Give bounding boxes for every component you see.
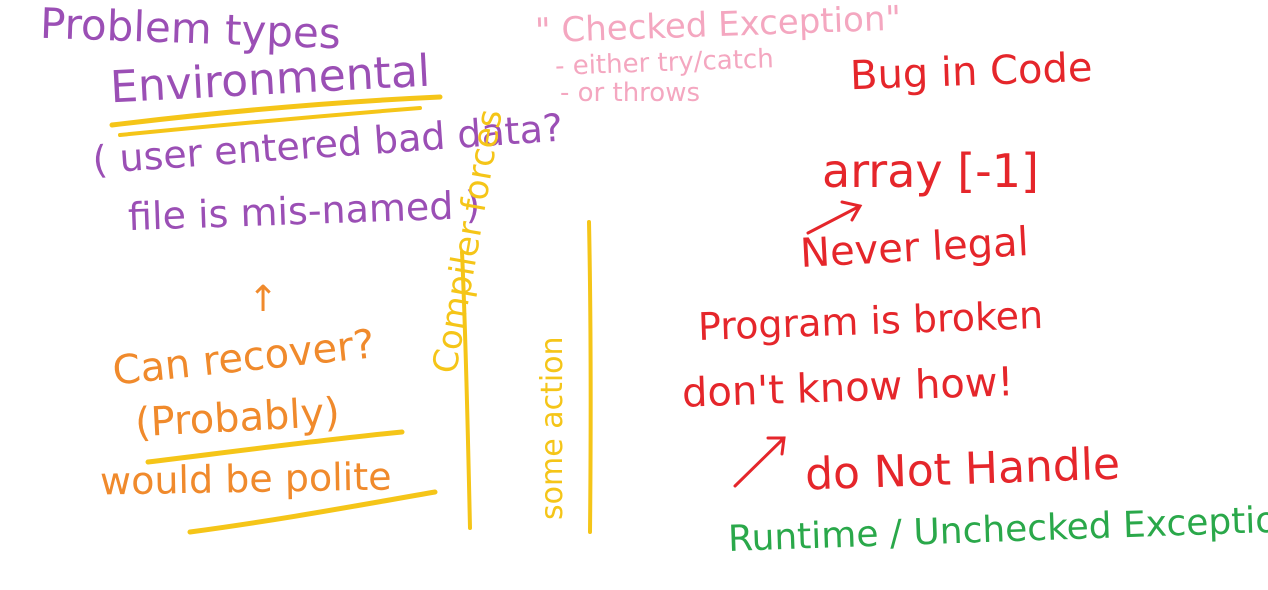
never-legal-arrow-icon [806,200,863,235]
right-vertical-rule [587,220,593,534]
array-example-text: array [-1] [822,144,1039,198]
or-throws-text: - or throws [560,78,701,108]
environmental-underline [109,94,443,128]
environmental-underline-2 [118,106,422,137]
left-vertical-rule [460,250,472,530]
do-not-handle-arrow-icon [733,436,786,488]
polite-underline [187,489,438,535]
up-arrow-icon: ↑ [248,279,279,320]
probably-underline [145,429,405,465]
